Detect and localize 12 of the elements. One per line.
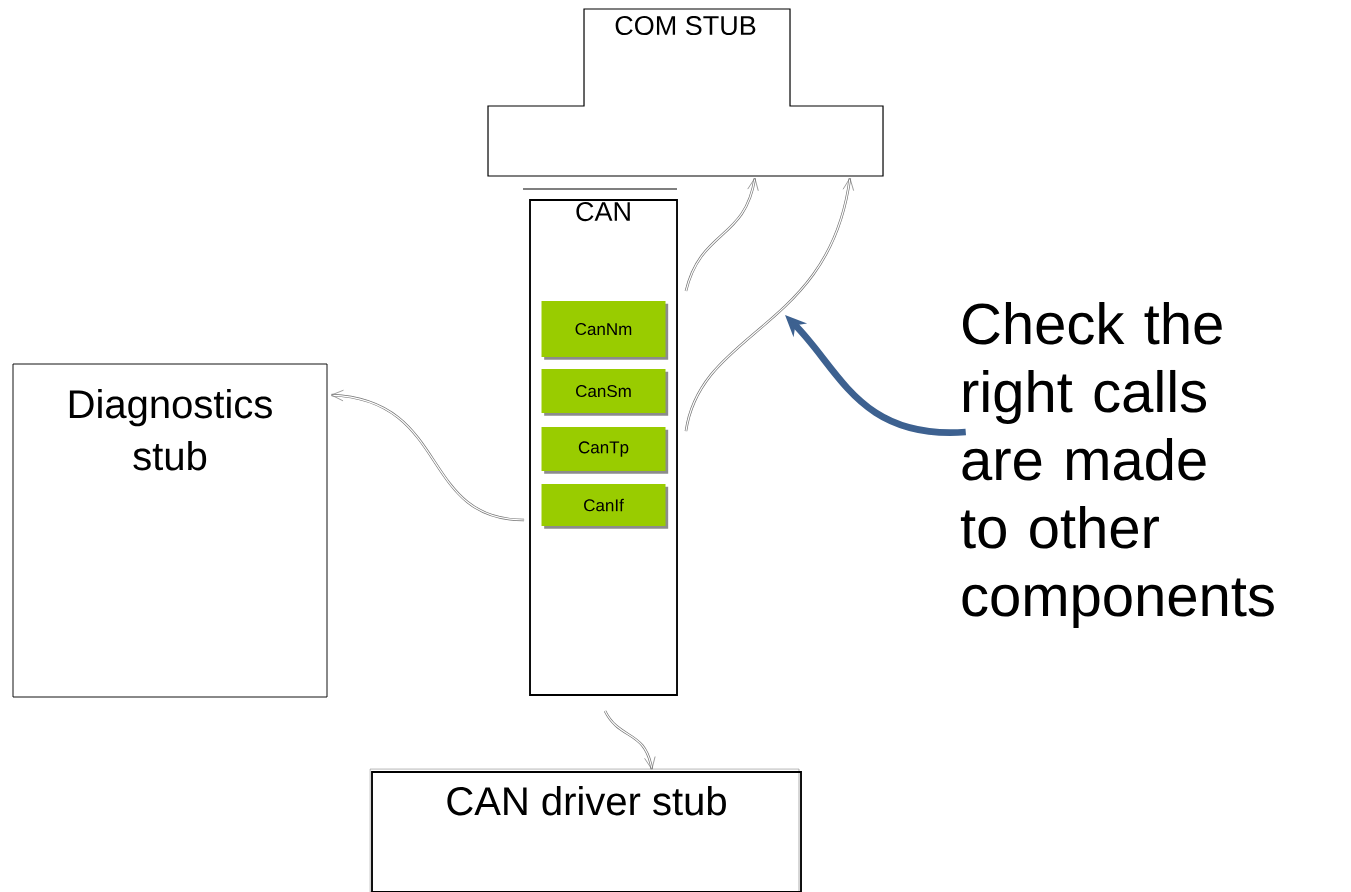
arrow — [684, 177, 759, 292]
stub-box: CAN driver stub — [369, 768, 802, 892]
stub-box: Diagnostics stub — [12, 363, 328, 698]
stub-box: COM STUB — [487, 8, 884, 177]
submodule-box: CanSm — [541, 369, 669, 416]
submodule-box: CanTp — [541, 427, 669, 474]
arrow — [684, 177, 854, 432]
arrow — [330, 389, 525, 522]
callout-text: Check the right calls are made to other components — [960, 301, 1274, 629]
arrow — [603, 710, 656, 770]
submodule-box: CanNm — [541, 301, 669, 360]
submodule-box: CanIf — [541, 484, 669, 529]
